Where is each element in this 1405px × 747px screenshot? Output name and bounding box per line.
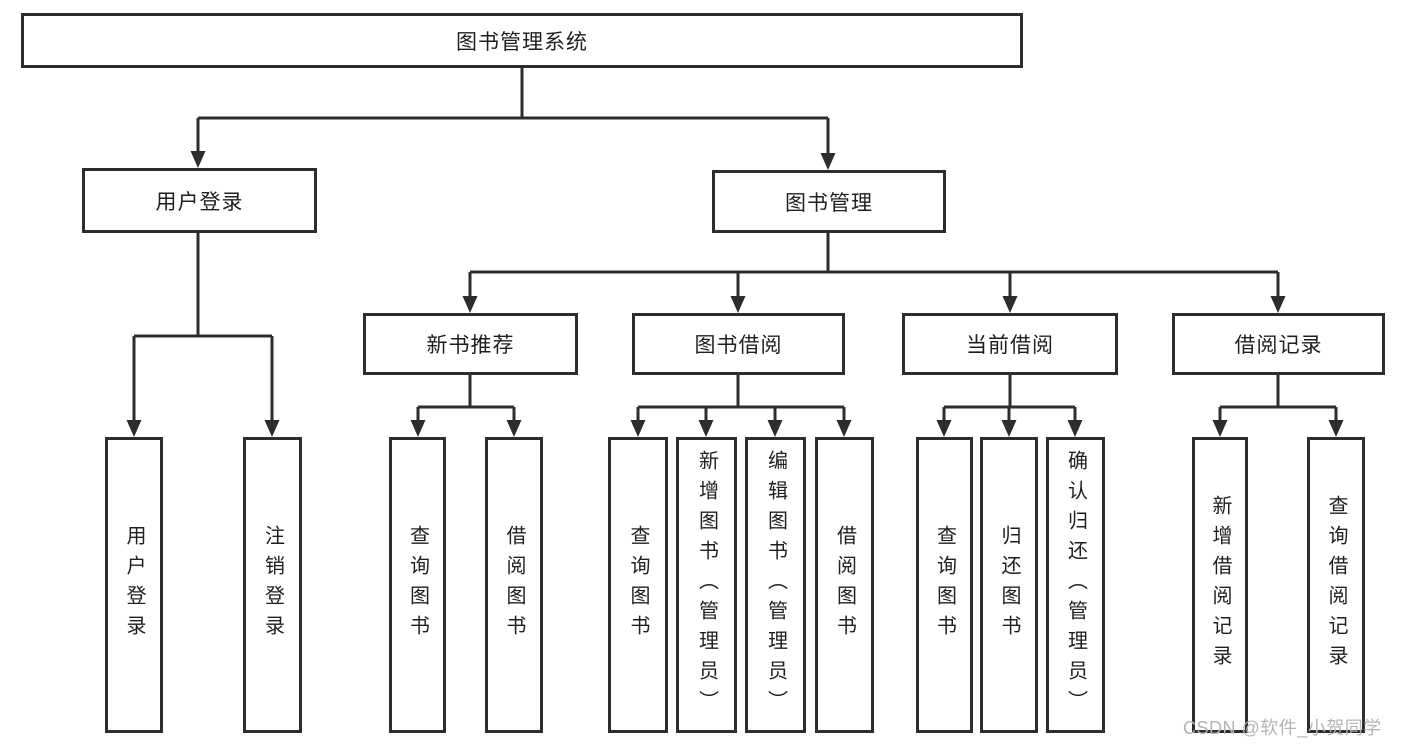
arrowhead-icon [1002,296,1018,313]
leaf-user-login: 用户登录 [105,437,163,733]
node-book-borrow-label: 图书借阅 [694,334,783,357]
node-book-management-label: 图书管理 [785,191,873,215]
arrowhead-icon [264,420,280,437]
arrowhead-icon [506,420,522,437]
leaf-query-book-1: 查询图书 [389,437,446,733]
arrowhead-icon [698,420,714,437]
leaf-return-book: 归还图书 [980,437,1038,733]
arrowhead-icon [1067,420,1083,437]
node-book-management: 图书管理 [712,170,946,233]
node-user-login: 用户登录 [82,168,317,233]
arrowhead-icon [1328,420,1344,437]
leaf-logout-label: 注销登录 [261,525,284,645]
node-user-login-label: 用户登录 [155,190,244,214]
leaf-add-borrow-record: 新增借阅记录 [1192,437,1248,733]
arrowhead-icon [936,420,952,437]
arrowhead-icon [126,420,142,437]
arrowhead-icon [820,153,836,170]
arrowhead-icon [630,420,646,437]
arrowhead-icon [1270,296,1286,313]
connector-path [132,68,1338,422]
leaf-add-book-admin: 新增图书（管理员） [676,437,737,733]
arrowhead-icon [462,296,478,313]
watermark: CSDN @软件_小贺同学 [1183,718,1382,738]
leaf-borrow-book-2: 借阅图书 [815,437,874,733]
arrowhead-icon [1212,420,1228,437]
leaf-return-book-label: 归还图书 [998,525,1020,645]
leaf-query-borrow-record-label: 查询借阅记录 [1325,495,1347,675]
leaf-user-login-label: 用户登录 [123,525,145,645]
arrowhead-icon [410,420,426,437]
arrowhead-icon [190,151,206,168]
node-borrow-record: 借阅记录 [1172,313,1385,375]
leaf-query-book-3: 查询图书 [916,437,973,733]
node-root-label: 图书管理系统 [456,30,588,54]
leaf-query-book-1-label: 查询图书 [406,525,429,645]
arrowhead-icon [767,420,783,437]
node-new-book-recommend: 新书推荐 [363,313,578,375]
arrowhead-icon [836,420,852,437]
leaf-add-borrow-record-label: 新增借阅记录 [1209,495,1231,675]
node-current-borrow: 当前借阅 [902,313,1118,375]
leaf-borrow-book-1: 借阅图书 [485,437,543,733]
leaf-query-book-2: 查询图书 [608,437,668,733]
leaf-query-book-2-label: 查询图书 [627,525,649,645]
leaf-query-borrow-record: 查询借阅记录 [1307,437,1365,733]
node-root: 图书管理系统 [21,13,1023,68]
leaf-confirm-return-admin-label: 确认归还（管理员） [1064,450,1087,720]
node-borrow-record-label: 借阅记录 [1234,334,1323,357]
arrowhead-icon [1001,420,1017,437]
node-current-borrow-label: 当前借阅 [966,334,1054,357]
arrowhead-icon [730,296,746,313]
leaf-borrow-book-1-label: 借阅图书 [503,525,525,645]
leaf-borrow-book-2-label: 借阅图书 [833,525,856,645]
leaf-edit-book-admin: 编辑图书（管理员） [745,437,806,733]
leaf-logout: 注销登录 [243,437,302,733]
node-new-book-recommend-label: 新书推荐 [426,334,515,357]
leaf-add-book-admin-label: 新增图书（管理员） [695,450,718,720]
leaf-edit-book-admin-label: 编辑图书（管理员） [764,450,787,720]
node-book-borrow: 图书借阅 [632,313,845,375]
leaf-query-book-3-label: 查询图书 [933,525,956,645]
leaf-confirm-return-admin: 确认归还（管理员） [1046,437,1105,733]
